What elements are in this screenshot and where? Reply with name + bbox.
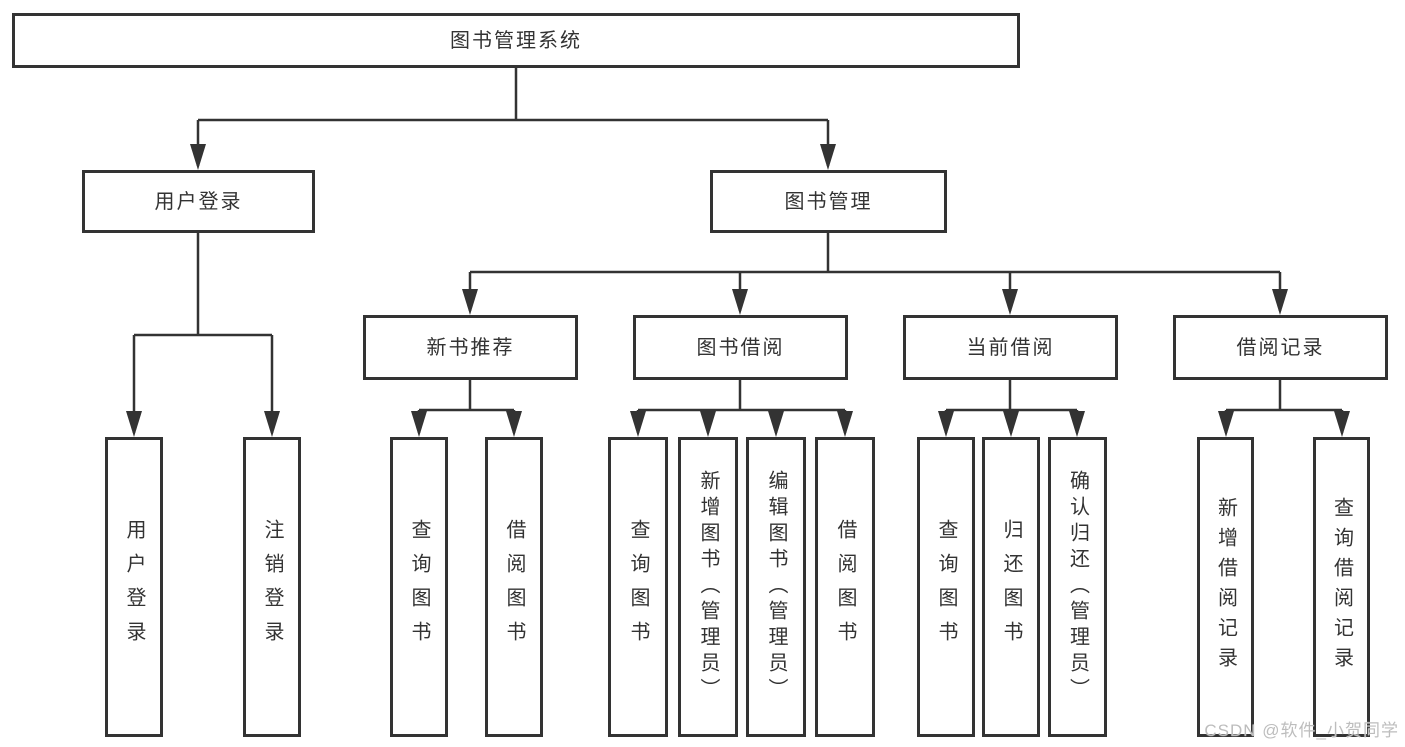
node-leaf-query-borrow-record: 查询借阅记录 [1313,437,1370,737]
node-leaf-query-books-current: 查询图书 [917,437,975,737]
node-leaf-user-login: 用户登录 [105,437,163,737]
node-leaf-query-books-borrowing: 查询图书 [608,437,668,737]
node-leaf-add-books-admin: 新增图书（管理员） [678,437,738,737]
node-leaf-edit-books-admin: 编辑图书（管理员） [746,437,806,737]
node-root: 图书管理系统 [12,13,1020,68]
node-new-book-recommend: 新书推荐 [363,315,578,380]
node-leaf-logout: 注销登录 [243,437,301,737]
node-leaf-borrow-books-recommend: 借阅图书 [485,437,543,737]
node-user-login: 用户登录 [82,170,315,233]
node-leaf-return-books: 归还图书 [982,437,1040,737]
node-leaf-confirm-return-admin: 确认归还（管理员） [1048,437,1107,737]
csdn-watermark: CSDN @软件_小贺同学 [1204,721,1399,740]
node-book-borrowing: 图书借阅 [633,315,848,380]
node-leaf-borrow-books-borrowing: 借阅图书 [815,437,875,737]
node-leaf-query-books-recommend: 查询图书 [390,437,448,737]
node-leaf-add-borrow-record: 新增借阅记录 [1197,437,1254,737]
node-current-borrowing: 当前借阅 [903,315,1118,380]
node-borrow-records: 借阅记录 [1173,315,1388,380]
node-book-management: 图书管理 [710,170,947,233]
